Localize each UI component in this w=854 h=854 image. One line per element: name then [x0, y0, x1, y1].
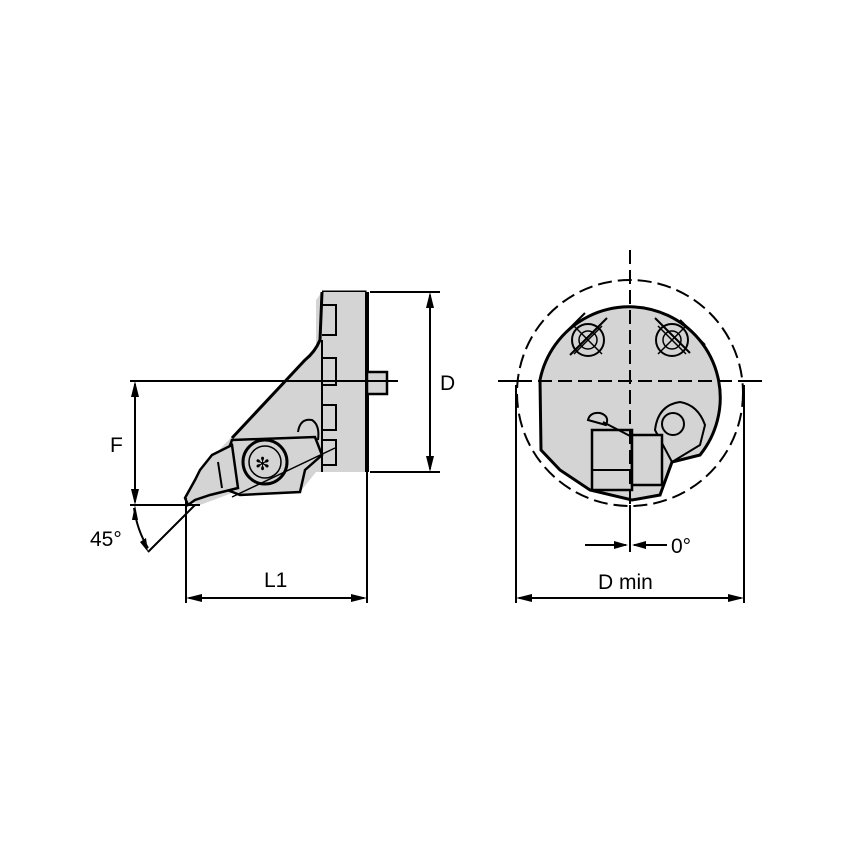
left-screw [567, 312, 608, 357]
torx-icon: ✻ [255, 454, 270, 475]
locating-pin [365, 370, 389, 396]
side-view-dimensions [130, 291, 440, 603]
dim-label-angle-0: 0° [671, 535, 691, 558]
right-screw [654, 317, 706, 357]
dim-label-angle-45: 45° [90, 528, 122, 551]
clamp-front [630, 433, 664, 487]
coolant-boss [653, 400, 707, 464]
body-edge [230, 291, 324, 440]
flange-serrations [321, 304, 337, 472]
lever [297, 418, 320, 441]
coolant-hole [661, 412, 685, 436]
cutting-insert [183, 443, 240, 507]
dim-label-l1: L1 [264, 569, 287, 592]
insert-front [590, 428, 634, 492]
dim-label-f: F [110, 434, 123, 457]
front-view-dimensions [515, 385, 745, 603]
front-view [498, 250, 762, 530]
side-view: ✻ [183, 290, 389, 507]
dim-label-d: D [440, 372, 455, 395]
dim-label-dmin: D min [598, 571, 653, 594]
